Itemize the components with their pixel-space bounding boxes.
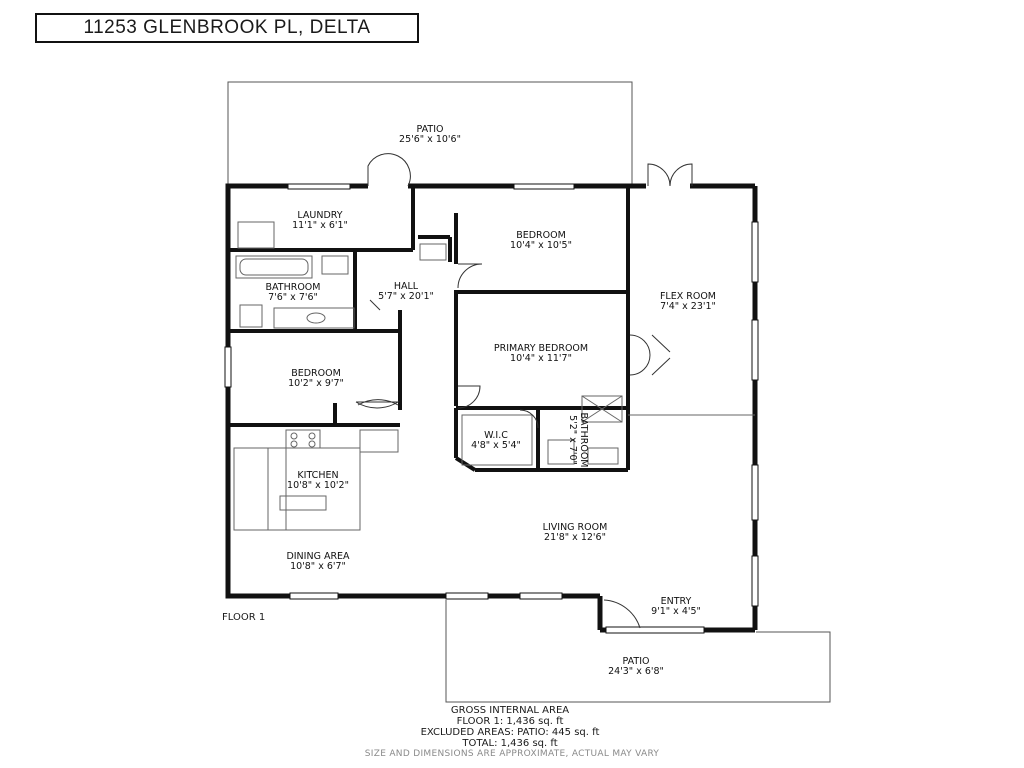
living-room-dims: 21'8" x 12'6" (544, 532, 606, 543)
entry-name: ENTRY (661, 596, 692, 607)
disclaimer: SIZE AND DIMENSIONS ARE APPROXIMATE, ACT… (364, 749, 660, 759)
primary-bedroom-name: PRIMARY BEDROOM (494, 343, 588, 354)
entry-dims: 9'1" x 4'5" (651, 606, 701, 617)
area-floor1: FLOOR 1: 1,436 sq. ft (456, 716, 564, 727)
kitchen-name: KITCHEN (297, 470, 338, 481)
patio-top-name: PATIO (417, 124, 444, 135)
wic-dims: 4'8" x 5'4" (471, 440, 521, 451)
patio-door (367, 153, 411, 187)
kitchen-dims: 10'8" x 10'2" (287, 480, 349, 491)
bedroom-door (457, 263, 483, 289)
flex-room-name: FLEX ROOM (660, 291, 716, 302)
patio-top-outline (227, 81, 633, 186)
floor-label: FLOOR 1 (222, 612, 266, 623)
laundry-dims: 11'1" x 6'1" (292, 220, 348, 231)
toilet (239, 304, 263, 328)
patio-top-dims: 25'6" x 10'6" (399, 134, 461, 145)
stove (285, 429, 321, 449)
area-excluded: EXCLUDED AREAS: PATIO: 445 sq. ft (420, 727, 600, 738)
bedroom-top-dims: 10'4" x 10'5" (510, 240, 572, 251)
patio-bottom-dims: 24'3" x 6'8" (608, 666, 664, 677)
address-title: 11253 GLENBROOK PL, DELTA (35, 13, 419, 43)
dining-area-name: DINING AREA (286, 551, 350, 562)
wic-name: W.I.C (484, 430, 508, 441)
kitchen-counter (233, 447, 287, 531)
bathroom-left-name: BATHROOM (266, 282, 321, 293)
bedroom-top-name: BEDROOM (516, 230, 566, 241)
shower (581, 395, 623, 423)
bathroom-left-dims: 7'6" x 7'6" (268, 292, 318, 303)
bathroom-ensuite-dims: 5'2" x 7'0" (567, 415, 578, 465)
bedroom-left-name: BEDROOM (291, 368, 341, 379)
vanity (273, 307, 355, 329)
hall-dims: 5'7" x 20'1" (378, 291, 434, 302)
bedroom-left-dims: 10'2" x 9'7" (288, 378, 344, 389)
fridge (359, 429, 399, 453)
dining-area-dims: 10'8" x 6'7" (290, 561, 346, 572)
patio-bottom-name: PATIO (623, 656, 650, 667)
laundry-name: LAUNDRY (297, 210, 342, 221)
entry-door (603, 599, 641, 629)
patio-bottom-outline (445, 600, 831, 703)
bathtub (235, 255, 313, 279)
bathroom-ensuite-name: BATHROOM (578, 413, 589, 468)
primary-bedroom-dims: 10'4" x 11'7" (510, 353, 572, 364)
area-summary: GROSS INTERNAL AREA FLOOR 1: 1,436 sq. f… (380, 705, 640, 749)
living-room-name: LIVING ROOM (543, 522, 608, 533)
hall-name: HALL (394, 281, 419, 292)
flex-room-dims: 7'4" x 23'1" (660, 301, 716, 312)
area-heading: GROSS INTERNAL AREA (450, 705, 570, 716)
area-total: TOTAL: 1,436 sq. ft (462, 738, 558, 749)
kitchen-sink (279, 495, 327, 511)
